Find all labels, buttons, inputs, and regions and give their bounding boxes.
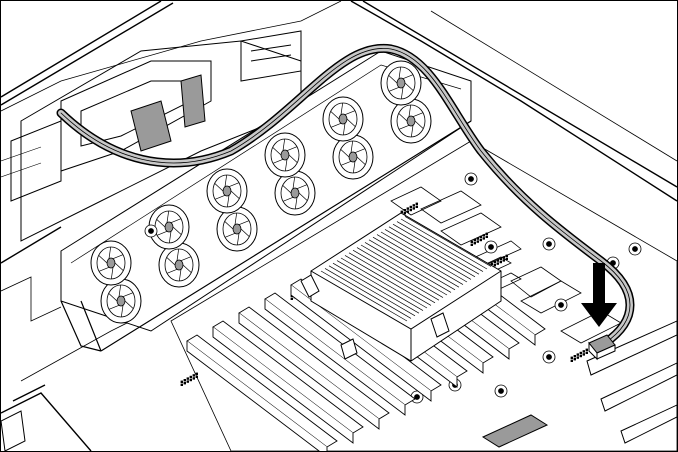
dimm-slot-side <box>186 341 328 451</box>
dimm-slot-side <box>238 313 380 430</box>
fan <box>216 206 258 252</box>
fan-rotors <box>90 60 432 324</box>
fan <box>148 204 190 250</box>
fan-array <box>60 50 472 352</box>
sata-cable <box>56 43 635 348</box>
fan <box>390 98 432 144</box>
drive-cage <box>1 30 302 242</box>
processor-heatsink <box>300 212 502 362</box>
dimm-slot-side <box>212 327 354 444</box>
fan <box>274 170 316 216</box>
fan <box>380 60 422 106</box>
dimm-slot <box>238 306 390 420</box>
dimm-slot-side <box>290 285 432 402</box>
fan <box>158 242 200 288</box>
insertion-arrow <box>581 263 617 327</box>
board-standoffs <box>144 172 642 404</box>
dimm-slot-side <box>264 299 406 416</box>
fan <box>264 132 306 178</box>
fan <box>322 96 364 142</box>
fan <box>100 278 142 324</box>
expansion-slots <box>1 320 677 451</box>
dimm-slot <box>212 320 364 434</box>
heatsink-fins <box>320 216 492 322</box>
cable-connector <box>588 334 616 361</box>
dimm-slot <box>186 334 338 448</box>
system-board <box>144 140 677 451</box>
fan <box>206 168 248 214</box>
dimm-slot <box>264 292 416 406</box>
fan <box>332 134 374 180</box>
fan <box>90 240 132 286</box>
